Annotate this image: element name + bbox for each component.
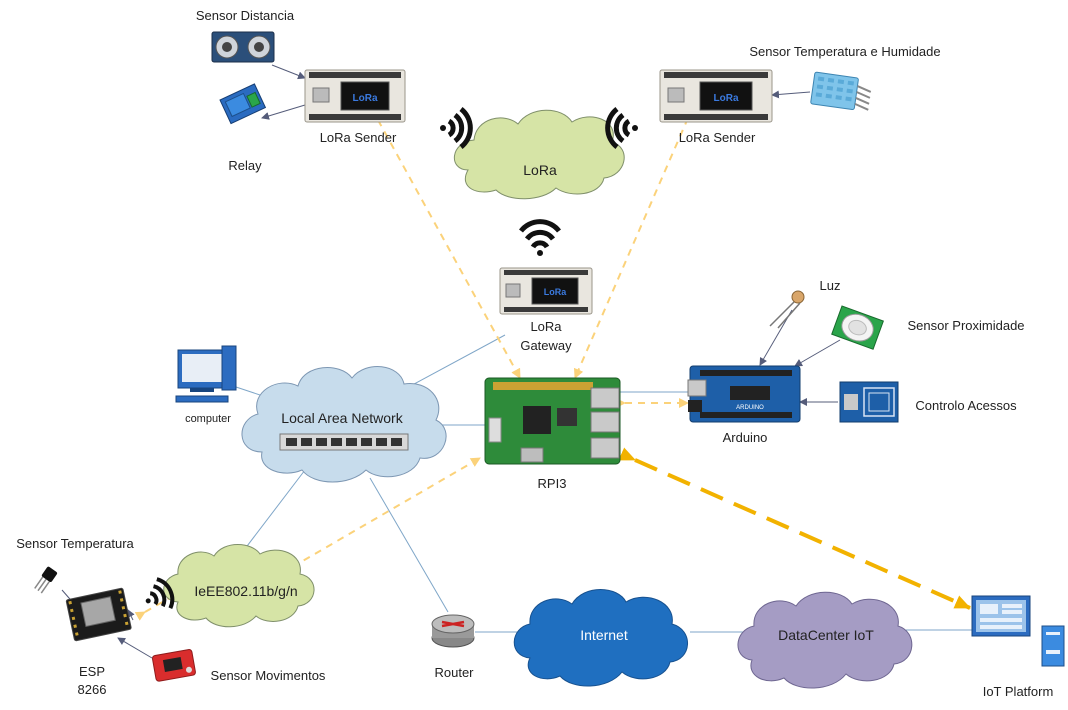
esp8266-icon bbox=[65, 587, 132, 642]
rfid-reader-icon bbox=[839, 381, 899, 423]
iot-platform-label: IoT Platform bbox=[983, 684, 1054, 699]
sensor-temp-humidade-label: Sensor Temperatura e Humidade bbox=[749, 44, 940, 59]
esp-label-line1: ESP bbox=[79, 664, 105, 679]
arrow-esp-wifi bbox=[127, 609, 135, 621]
ieee-cloud-label: IeEE802.11b/g/n bbox=[194, 583, 297, 599]
svg-text:LoRa: LoRa bbox=[353, 93, 378, 104]
arduino-icon: ARDUINO bbox=[687, 365, 801, 423]
luz-label: Luz bbox=[820, 278, 841, 293]
sensor-movimentos-label: Sensor Movimentos bbox=[211, 668, 326, 683]
lan-cloud-label: Local Area Network bbox=[281, 410, 403, 426]
wifi-icon bbox=[519, 219, 561, 256]
raspberry-pi-icon bbox=[484, 377, 621, 465]
svg-text:ARDUINO: ARDUINO bbox=[736, 405, 764, 411]
link-lan-router bbox=[369, 477, 449, 613]
sensor-temperatura-label: Sensor Temperatura bbox=[16, 536, 134, 551]
pir-sensor-icon bbox=[831, 305, 884, 350]
ieee-cloud: IeEE802.11b/g/n bbox=[163, 544, 315, 628]
lora-cloud: LoRa bbox=[453, 109, 625, 200]
dashed-link-rpi-iot-platform bbox=[618, 447, 971, 610]
dashed-link-left-sender-rpi bbox=[369, 109, 521, 379]
internet-cloud: Internet bbox=[513, 589, 688, 687]
arrow-relay bbox=[261, 104, 306, 120]
dht-sensor-icon bbox=[810, 71, 872, 111]
temperature-sensor-icon bbox=[34, 566, 58, 594]
sensor-proximidade-label: Sensor Proximidade bbox=[907, 318, 1024, 333]
svg-text:LoRa: LoRa bbox=[714, 93, 739, 104]
lora-sender-right-label: LoRa Sender bbox=[679, 130, 756, 145]
datacenter-cloud-label: DataCenter IoT bbox=[778, 627, 874, 643]
lora-board-icon: LoRa bbox=[304, 69, 406, 123]
computer-icon bbox=[175, 345, 237, 403]
ultrasonic-sensor-icon bbox=[211, 31, 275, 63]
motion-sensor-icon bbox=[151, 649, 196, 682]
dashed-data-links bbox=[134, 107, 697, 621]
arduino-label: Arduino bbox=[723, 430, 768, 445]
router-label: Router bbox=[434, 665, 474, 680]
esp-label-line2: 8266 bbox=[78, 682, 107, 697]
dashed-link-right-sender-rpi bbox=[574, 107, 697, 379]
controlo-acessos-label: Controlo Acessos bbox=[915, 398, 1017, 413]
computer-label: computer bbox=[185, 413, 231, 425]
relay-icon bbox=[219, 83, 267, 125]
arrow-distancia bbox=[271, 64, 306, 80]
sensor-distancia-label: Sensor Distancia bbox=[196, 8, 295, 23]
rpi3-label: RPI3 bbox=[538, 476, 567, 491]
lora-board-icon: LoRa bbox=[659, 69, 773, 123]
iot-platform-icon bbox=[971, 595, 1065, 667]
datacenter-cloud: DataCenter IoT bbox=[737, 591, 913, 689]
lora-sender-left-label: LoRa Sender bbox=[320, 130, 397, 145]
wifi-icon bbox=[605, 107, 638, 149]
lora-gateway-label-line2: Gateway bbox=[520, 338, 572, 353]
router-icon bbox=[431, 614, 475, 648]
network-switch-icon bbox=[279, 433, 409, 451]
ldr-icon bbox=[769, 290, 805, 329]
relay-label: Relay bbox=[228, 158, 262, 173]
internet-cloud-label: Internet bbox=[580, 627, 628, 643]
arrow-movimentos bbox=[117, 637, 153, 659]
arrow-proximidade bbox=[794, 339, 841, 367]
wifi-icon bbox=[440, 107, 473, 149]
lan-cloud: Local Area Network bbox=[241, 366, 447, 483]
wifi-icon bbox=[145, 577, 175, 609]
sensor-arrows bbox=[61, 64, 841, 659]
dashed-link-ieee-rpi bbox=[269, 457, 481, 581]
lora-board-icon: LoRa bbox=[499, 267, 593, 315]
dashed-link-esp-ieee bbox=[134, 591, 181, 621]
lora-cloud-label: LoRa bbox=[523, 162, 557, 178]
svg-text:LoRa: LoRa bbox=[544, 287, 567, 297]
lora-gateway-label-line1: LoRa bbox=[530, 319, 562, 334]
arrow-temp-humidade bbox=[771, 90, 811, 99]
